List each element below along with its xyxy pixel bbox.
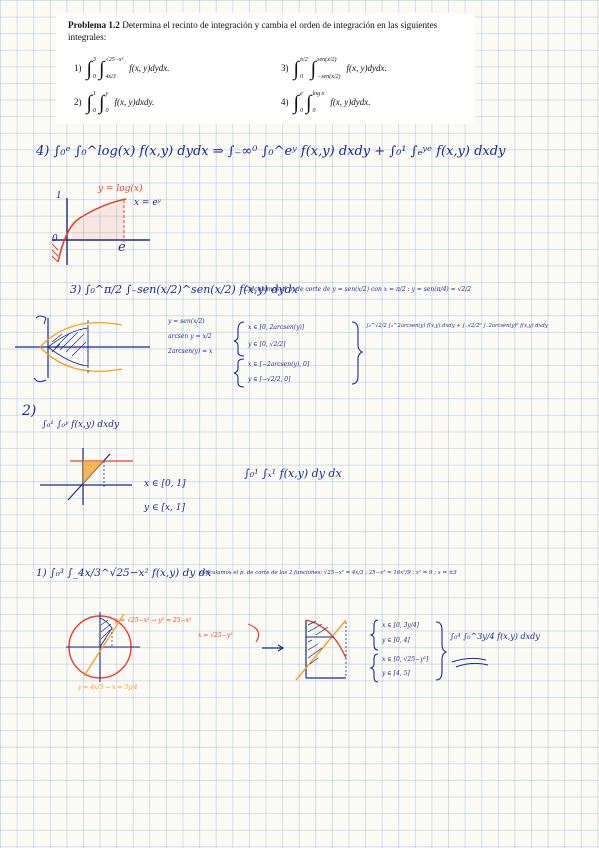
section1-line-eq: y = 4x/3 → x = 3y/4 <box>78 684 138 691</box>
section1-omega1-y: y ∈ [0, 4] <box>382 637 410 644</box>
section2-graph <box>40 448 133 505</box>
integrand: f(x, y)dydx. <box>330 97 371 108</box>
section1-omega1-x: x ∈ [0, 3y/4] <box>382 622 419 629</box>
inner-upper: y <box>105 91 109 97</box>
section3-eq3: 2arcsen(y) = x <box>168 348 213 355</box>
section1-graph-left <box>66 612 140 682</box>
outer-lower: 0 <box>92 107 96 114</box>
integral-number: 3) <box>281 63 289 74</box>
section3-graph <box>15 315 150 383</box>
section2-range-y: y ∈ [x, 1] <box>144 503 186 513</box>
integral-4: 4) ∫ e 0 ∫ log x 0 f(x, y)dydx. <box>281 89 371 117</box>
section1-omega2-x: x ∈ [0, √25−y²] <box>382 656 429 663</box>
section2-result: ∫₀¹ ∫ₓ¹ f(x,y) dy dx <box>244 467 342 480</box>
integral-sign: ∫ <box>293 92 299 114</box>
section3-eq1: y = sen(x/2) <box>168 318 205 325</box>
problem-statement: Determina el recinto de integración y ca… <box>68 20 438 42</box>
outer-upper: 1 <box>92 91 96 97</box>
integral-sign: ∫ <box>86 92 92 114</box>
integral-number: 4) <box>281 97 289 108</box>
integral-2: 2) ∫ 1 0 ∫ y 0 f(x, y)dxdy. <box>74 89 154 117</box>
section1-circle-eq2: x = √25−y² <box>198 632 233 639</box>
section3-omega2-x: x ∈ [−2arcsen(y), 0] <box>248 361 310 368</box>
integral-1: 1) ∫ 3 0 ∫ √25−x² 4x/3 f(x, y)dydx. <box>74 55 170 83</box>
section3-eq2: arcsen y = x/2 <box>168 333 212 340</box>
outer-lower: 0 <box>92 73 96 80</box>
inner-lower: 0 <box>312 107 316 114</box>
section1-result: ∫₀⁴ ∫₀^3y/4 f(x,y) dxdy <box>450 632 540 641</box>
inner-lower: 4x/3 <box>105 73 116 80</box>
integral-sign: ∫ <box>86 58 92 80</box>
integral-sign: ∫ <box>293 58 299 80</box>
section1-omega2-y: y ∈ [4, 5] <box>382 670 410 677</box>
integral-number: 1) <box>74 63 82 74</box>
section4-curve-label: y = log(x) <box>98 184 143 194</box>
problem-label: Problema 1.2 <box>68 20 120 30</box>
inner-upper: √25−x² <box>105 57 124 63</box>
integral-sign: ∫ <box>305 92 312 114</box>
section3-result: ∫₀^√2/2 ∫₀^2arcsen(y) f(x,y) dxdy + ∫₋√2… <box>366 323 548 329</box>
integrand: f(x, y)dxdy. <box>114 97 155 108</box>
inner-upper: sen(x/2) <box>317 57 337 63</box>
section4-heading: 4) ∫₀ᵉ ∫₀^log(x) f(x,y) dydx ⇒ ∫₋∞⁰ ∫₀^e… <box>36 144 506 159</box>
integral-3: 3) ∫ π/2 0 ∫ sen(x/2) −sen(x/2) f(x, y)dyd… <box>281 55 387 83</box>
integral-sign: ∫ <box>310 58 317 80</box>
integral-list: 1) ∫ 3 0 ∫ √25−x² 4x/3 f(x, y)dydx. 3) ∫ π… <box>68 49 463 127</box>
problem-heading: Problema 1.2 Determina el recinto de int… <box>68 20 463 43</box>
section1-circle-eq: y = √25−x² → y² = 25−x² <box>115 617 192 624</box>
inner-lower: 0 <box>105 107 109 114</box>
outer-upper: e <box>299 91 303 97</box>
section2-range-x: x ∈ [0, 1] <box>144 479 186 489</box>
section1-graph-right <box>295 619 347 681</box>
problem-statement-box: Problema 1.2 Determina el recinto de int… <box>56 13 475 124</box>
integral-sign: ∫ <box>98 58 105 80</box>
integrand: f(x, y)dydx. <box>346 63 387 74</box>
outer-lower: 0 <box>299 107 303 114</box>
section1-note: Calculamos el p. de corte de las 2 funci… <box>200 570 457 576</box>
section3-omega1-y: y ∈ [0, √2/2] <box>248 341 286 348</box>
section4-x-label: x = eʸ <box>134 198 161 208</box>
section3-omega2-y: y ∈ [−√2/2, 0] <box>248 376 291 383</box>
section4-zero-label: 0 <box>52 234 58 244</box>
integral-sign: ∫ <box>98 92 105 114</box>
section1-heading: 1) ∫₀³ ∫_4x/3^√25−x² f(x,y) dy dx <box>36 567 212 579</box>
outer-lower: 0 <box>299 73 303 80</box>
section3-heading: 3) ∫₀^π/2 ∫₋sen(x/2)^sen(x/2) f(x,y) dyd… <box>70 283 298 296</box>
section4-graph <box>51 198 150 265</box>
outer-upper: 3 <box>92 57 96 63</box>
inner-lower: −sen(x/2) <box>317 73 341 80</box>
section3-omega1-x: x ∈ [0, 2arcsen(y)] <box>248 324 305 331</box>
section4-e-label: e <box>118 240 126 255</box>
inner-upper: log x <box>312 91 325 97</box>
section3-note: Calculamos el p. de corte de y = sen(x/2… <box>244 286 472 293</box>
integral-number: 2) <box>74 97 82 108</box>
integrand: f(x, y)dydx. <box>129 63 170 74</box>
outer-upper: π/2 <box>299 57 308 63</box>
section2-heading: ∫₀¹ ∫₀ʸ f(x,y) dxdy <box>42 420 120 430</box>
section4-one-label: 1 <box>56 191 62 201</box>
section2-number: 2) <box>22 403 37 419</box>
